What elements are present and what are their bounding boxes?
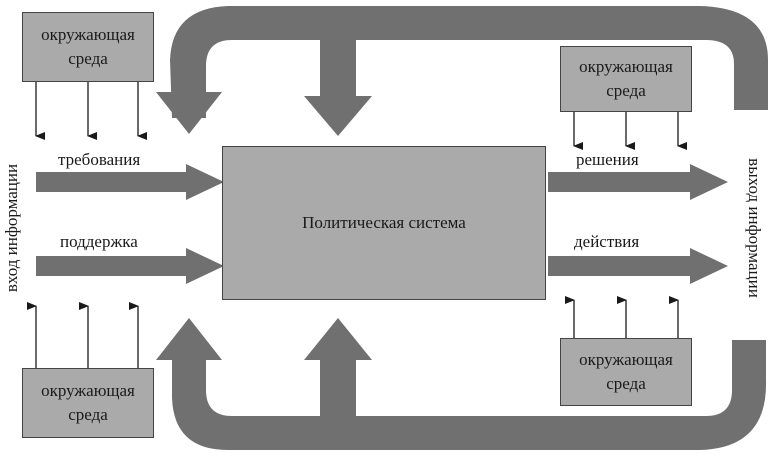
input-information-label: вход информации <box>2 163 21 293</box>
output-label-decisions: решения <box>576 150 639 169</box>
input-arrow-support <box>36 248 224 284</box>
input-label-demands: требования <box>58 150 141 169</box>
output-information-label: выход информации <box>745 158 764 298</box>
feedback-arrowhead-top-left <box>156 92 222 134</box>
environment-box-top-left: окружающая среда <box>22 12 154 82</box>
output-arrow-decisions <box>548 164 728 200</box>
environment-line-2: среда <box>68 49 108 68</box>
feedback-stem-top-center <box>320 38 356 100</box>
input-arrow-demands <box>36 164 224 200</box>
feedback-arrowhead-top-center <box>304 96 372 136</box>
feedback-loop-top <box>170 6 768 118</box>
environment-line-1: окружающая <box>41 25 135 44</box>
environment-line-2: среда <box>68 405 108 424</box>
environment-line-2: среда <box>606 81 646 100</box>
input-label-support: поддержка <box>60 232 138 251</box>
feedback-arrowhead-bottom-left <box>156 318 222 360</box>
environment-box-bottom-right: окружающая среда <box>560 338 692 406</box>
feedback-loop-bottom <box>172 340 767 450</box>
environment-box-bottom-left: окружающая среда <box>22 368 154 438</box>
environment-line-1: окружающая <box>579 57 673 76</box>
environment-line-2: среда <box>606 374 646 393</box>
feedback-arrowhead-bottom-center <box>304 318 372 360</box>
environment-line-1: окружающая <box>579 350 673 369</box>
political-system-box: Политическая система <box>222 146 546 300</box>
environment-box-top-right: окружающая среда <box>560 46 692 112</box>
feedback-stem-bottom-center <box>320 356 356 418</box>
output-arrow-actions <box>548 248 728 284</box>
political-system-label: Политическая система <box>302 213 466 232</box>
environment-line-1: окружающая <box>41 381 135 400</box>
output-label-actions: действия <box>574 232 640 251</box>
